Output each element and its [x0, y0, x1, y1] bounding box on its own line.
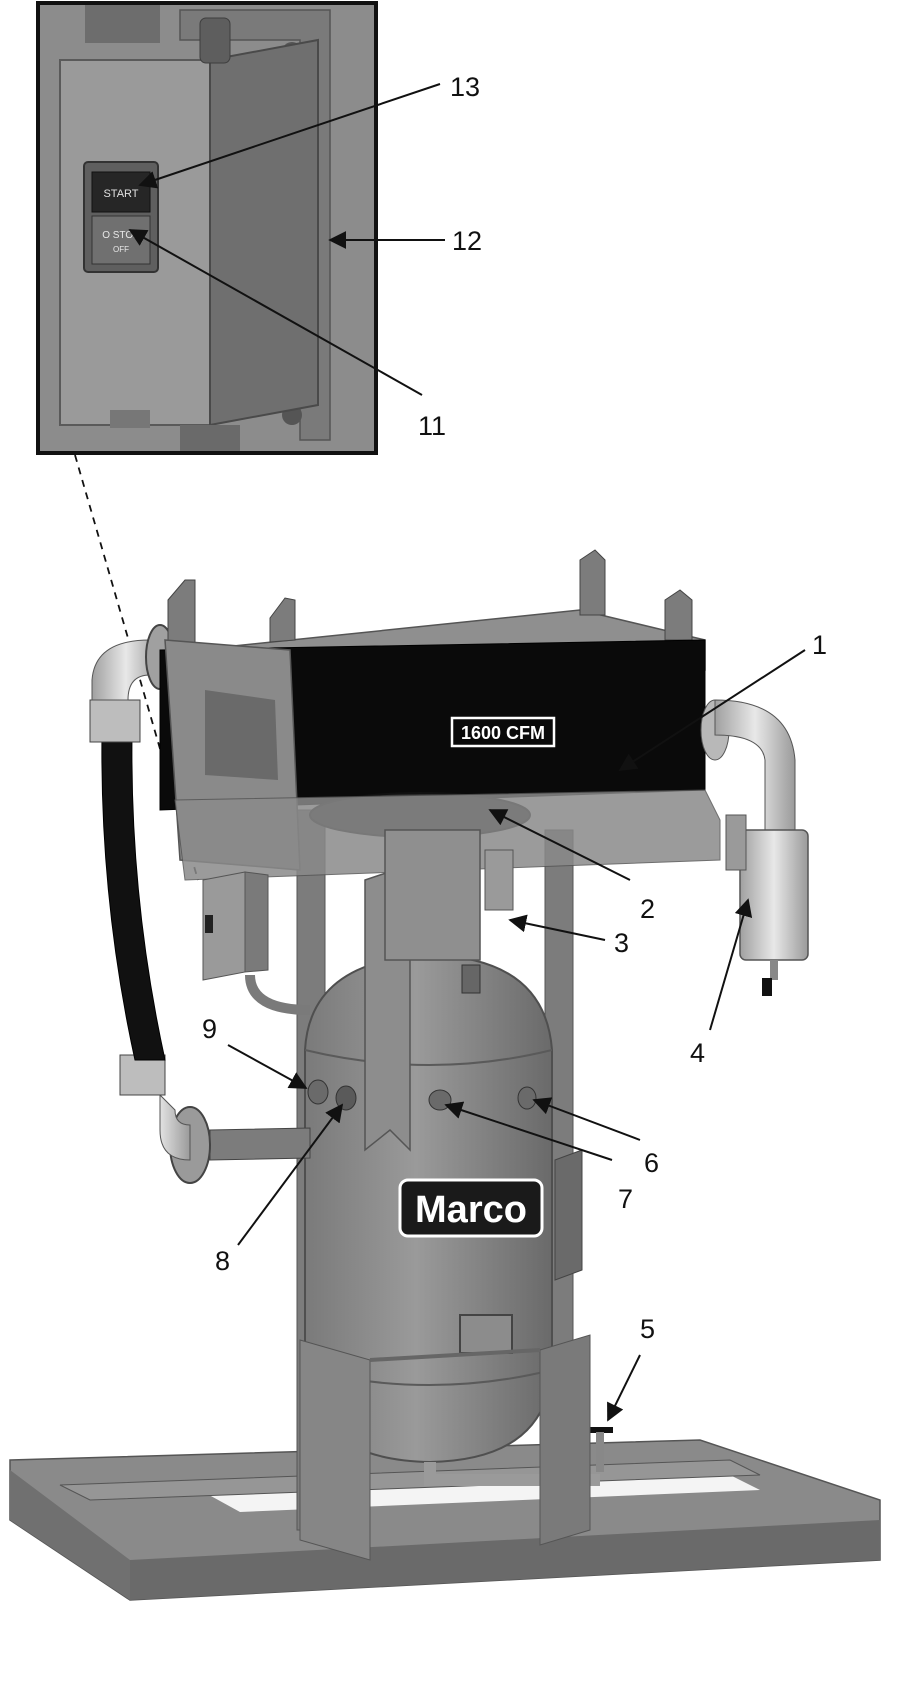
leader-8 [237, 1103, 344, 1246]
control-box [202, 871, 311, 1015]
leader-11 [128, 229, 423, 396]
callout-3: 3 [614, 928, 629, 958]
stop-button-label: O STOP [102, 230, 140, 241]
callout-9: 9 [202, 1014, 217, 1044]
fan-motor [384, 829, 481, 961]
cfm-badge: 1600 CFM [450, 716, 556, 748]
callout-11: 11 [418, 411, 446, 441]
callout-8: 8 [215, 1246, 230, 1276]
callout-2: 2 [640, 894, 655, 924]
hose-clamp-upper [89, 699, 141, 743]
aftercooler: 1600 CFM [159, 549, 721, 961]
callout-7: 7 [618, 1184, 633, 1214]
separator-drain-valve [762, 978, 772, 996]
leader-7 [444, 1101, 613, 1161]
brand-text: Marco [415, 1189, 527, 1231]
leader-2 [488, 809, 631, 881]
marco-logo: Marco [398, 1178, 544, 1238]
callout-4: 4 [690, 1038, 705, 1068]
control-box-inset: START O STOP OFF [36, 1, 378, 455]
leader-1 [618, 649, 806, 771]
leader-13 [138, 83, 441, 189]
outlet-separator [700, 699, 809, 996]
control-box-side [209, 38, 319, 427]
fitting-6 [517, 1086, 537, 1110]
callout-leaders [128, 83, 806, 1422]
cfm-badge-text: 1600 CFM [461, 723, 545, 743]
control-box-switch [205, 915, 213, 933]
callout-13: 13 [450, 72, 480, 102]
start-stop-switch: START O STOP OFF [83, 161, 159, 273]
base-skid [9, 1439, 881, 1601]
flexible-hose [101, 734, 166, 1061]
leader-9 [227, 1044, 308, 1089]
motor-junction-box [484, 849, 514, 911]
leader-4 [709, 898, 753, 1031]
nameplate [459, 1314, 513, 1354]
callout-1: 1 [812, 630, 827, 660]
callout-6: 6 [644, 1148, 659, 1178]
conduit [245, 974, 311, 1015]
callout-5: 5 [640, 1314, 655, 1344]
leader-6 [532, 1097, 641, 1141]
leader-5 [607, 1354, 641, 1422]
fitting-7 [428, 1089, 452, 1111]
cable-gland [199, 17, 231, 64]
callout-labels: 13 12 11 1 2 3 4 5 6 7 8 9 [202, 72, 827, 1344]
inlet-piping [89, 624, 311, 1184]
drain-valve-handle [585, 1427, 613, 1433]
moisture-separator [739, 829, 809, 961]
start-button-label: START [103, 188, 138, 200]
fitting-8 [335, 1085, 357, 1111]
stop-button-sublabel: OFF [113, 245, 129, 254]
inset-frame [36, 1, 378, 455]
fitting-9 [307, 1079, 329, 1105]
hose-clamp-lower [119, 1054, 166, 1096]
callout-12: 12 [452, 226, 482, 256]
leader-3 [508, 914, 606, 941]
